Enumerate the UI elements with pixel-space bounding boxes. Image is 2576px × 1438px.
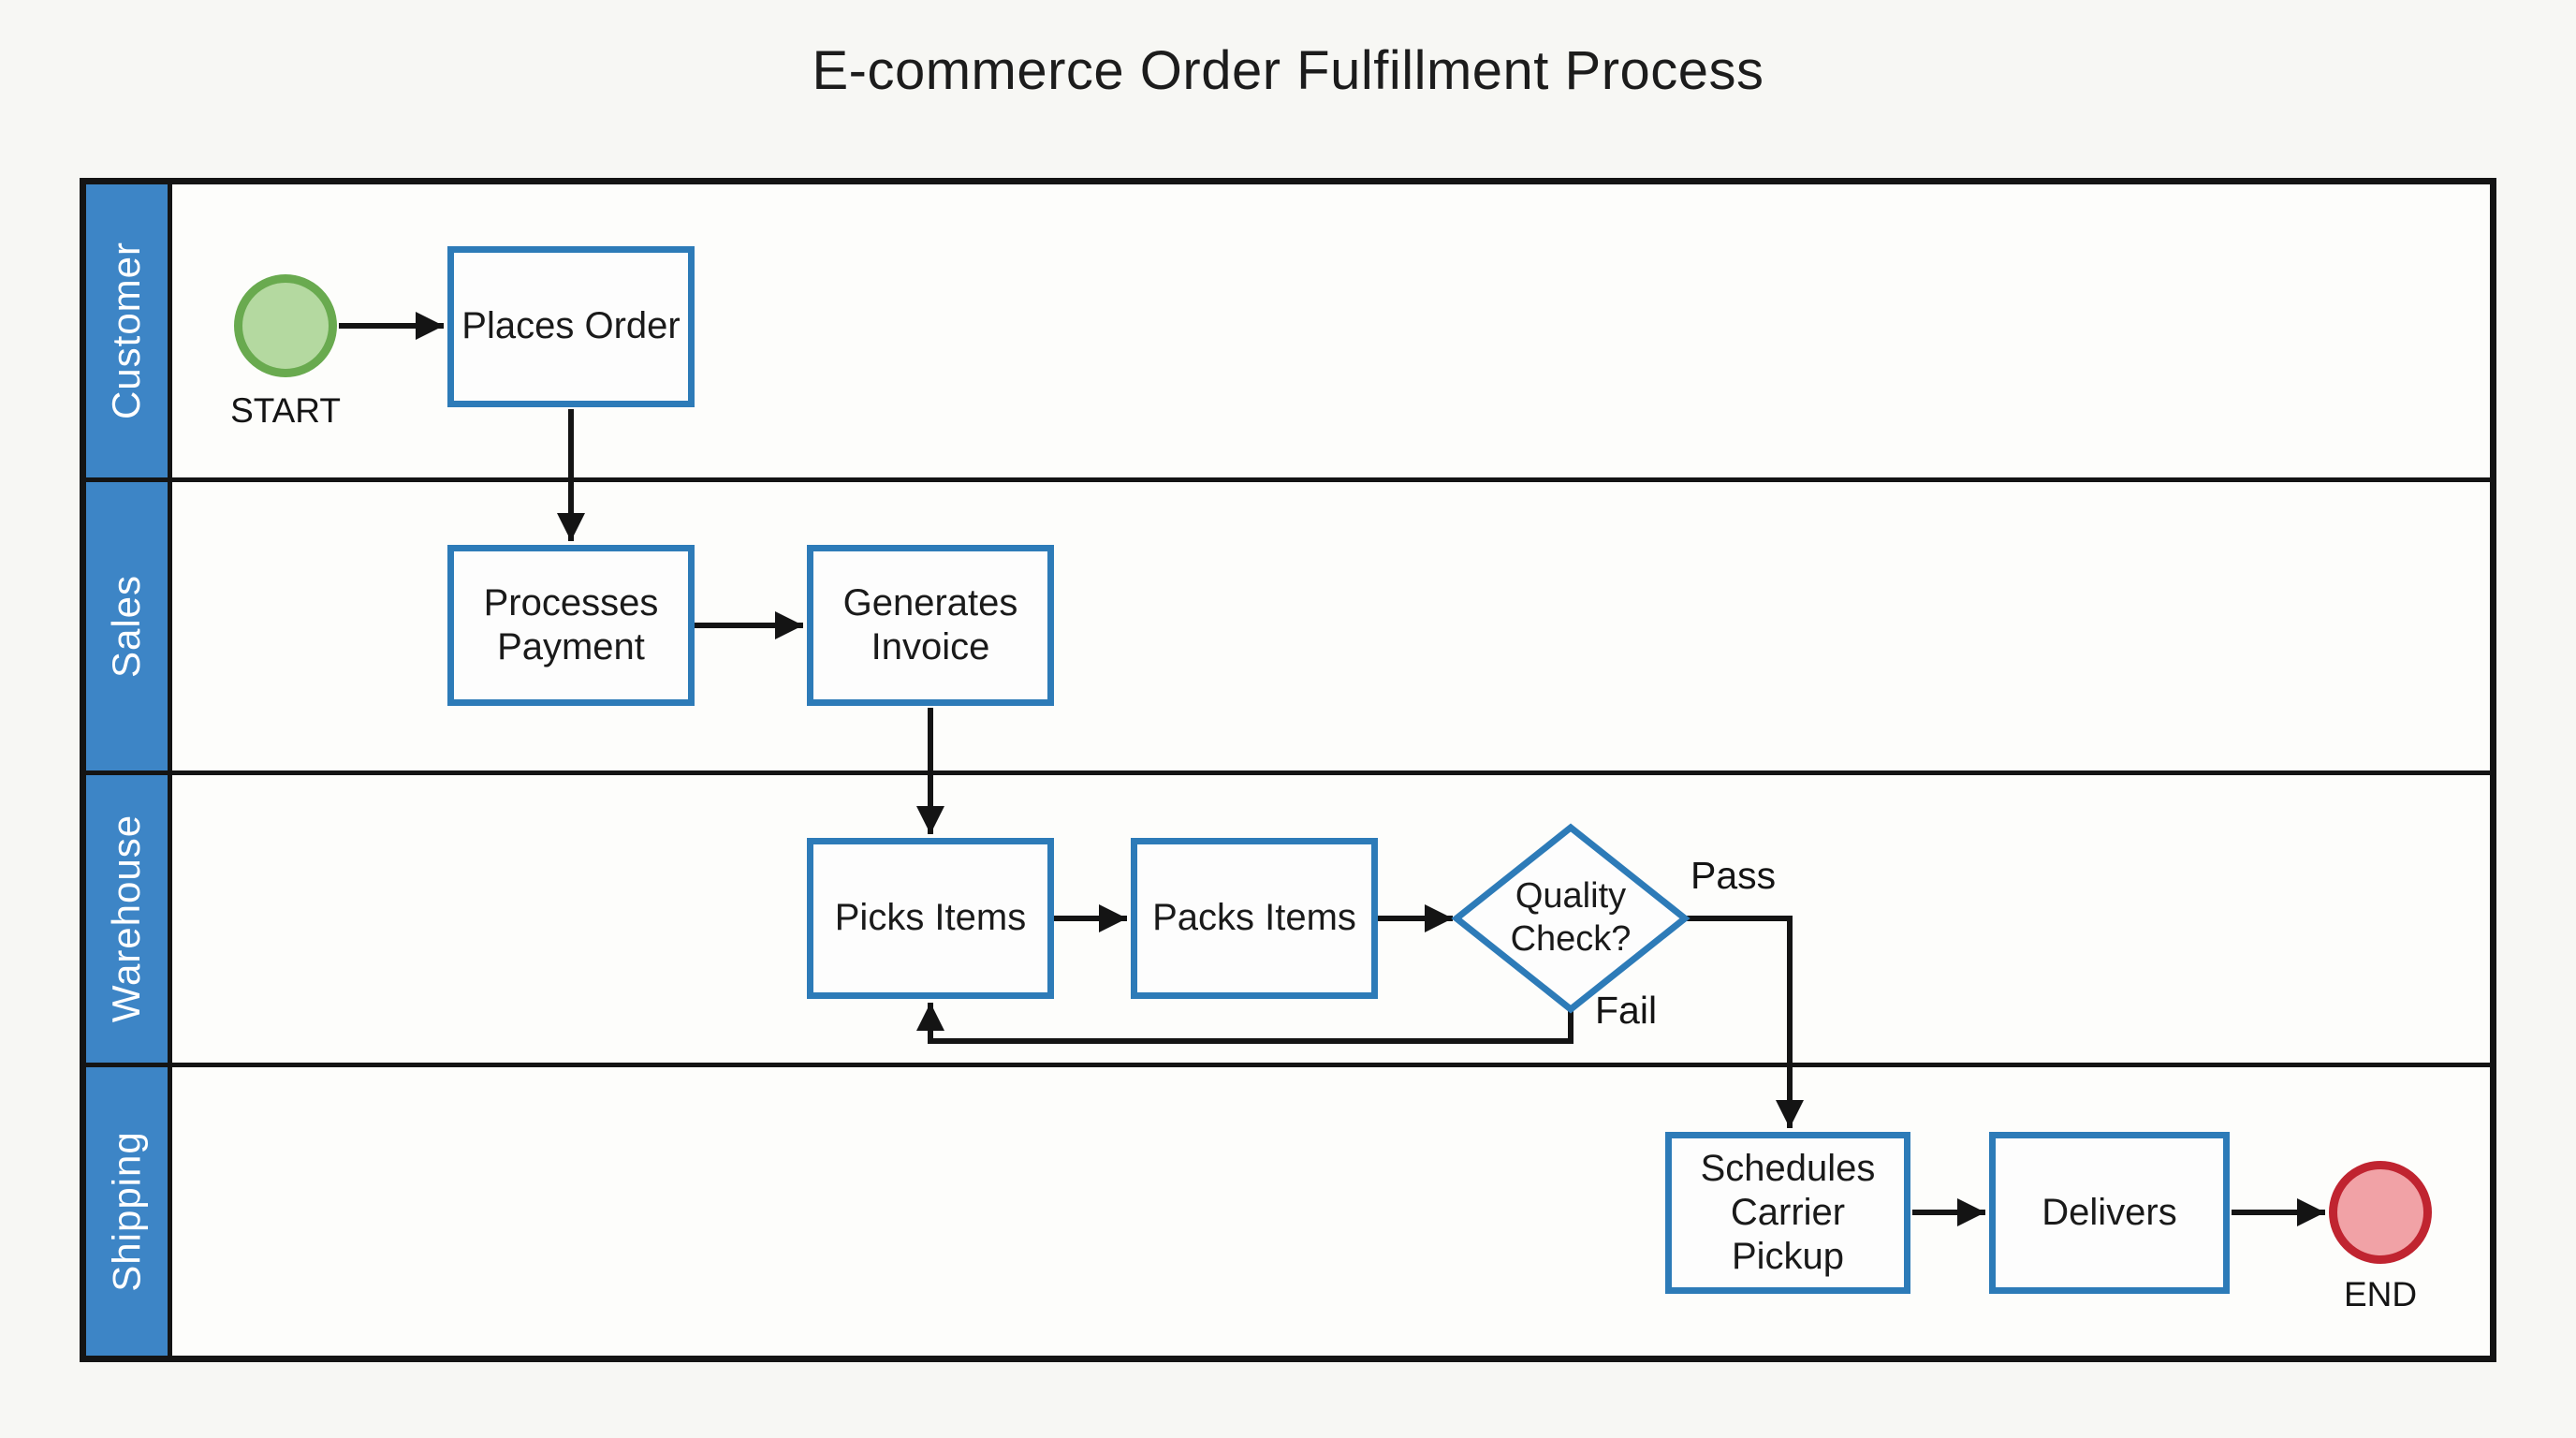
lane-label-customer: Customer: [86, 184, 172, 477]
task-processes-payment-label: Processes Payment: [483, 581, 659, 668]
lane-customer: Customer: [86, 184, 2490, 477]
decision-quality-check-text: Quality Check?: [1510, 876, 1632, 959]
lane-label-shipping-text: Shipping: [104, 1131, 149, 1292]
task-processes-payment: Processes Payment: [447, 545, 695, 706]
lane-label-warehouse-text: Warehouse: [104, 814, 149, 1023]
lane-label-customer-text: Customer: [104, 242, 149, 420]
lane-label-sales: Sales: [86, 481, 172, 770]
task-picks-items: Picks Items: [807, 838, 1054, 999]
task-places-order-label: Places Order: [461, 305, 681, 347]
lane-label-sales-text: Sales: [104, 574, 149, 678]
decision-quality-check-label: Quality Check?: [1472, 858, 1669, 979]
diagram-title: E-commerce Order Fulfillment Process: [812, 40, 1764, 101]
task-packs-items-label: Packs Items: [1152, 897, 1356, 939]
end-event-circle: [2329, 1161, 2432, 1264]
fail-label: Fail: [1595, 989, 1658, 1032]
lane-label-warehouse: Warehouse: [86, 774, 172, 1064]
task-schedules-carrier-pickup-label: Schedules Carrier Pickup: [1700, 1147, 1876, 1278]
lane-label-shipping: Shipping: [86, 1067, 172, 1356]
task-schedules-carrier-pickup: Schedules Carrier Pickup: [1665, 1132, 1910, 1294]
task-packs-items: Packs Items: [1131, 838, 1378, 999]
pass-label: Pass: [1690, 854, 1777, 897]
start-event-circle: [234, 274, 337, 377]
task-places-order: Places Order: [447, 246, 695, 407]
task-delivers-label: Delivers: [2042, 1191, 2177, 1233]
task-generates-invoice: Generates Invoice: [807, 545, 1054, 706]
task-picks-items-label: Picks Items: [834, 897, 1027, 939]
task-generates-invoice-label: Generates Invoice: [842, 581, 1018, 668]
start-event-label: START: [230, 391, 341, 430]
end-event-label: END: [2343, 1275, 2418, 1313]
task-delivers: Delivers: [1989, 1132, 2230, 1294]
